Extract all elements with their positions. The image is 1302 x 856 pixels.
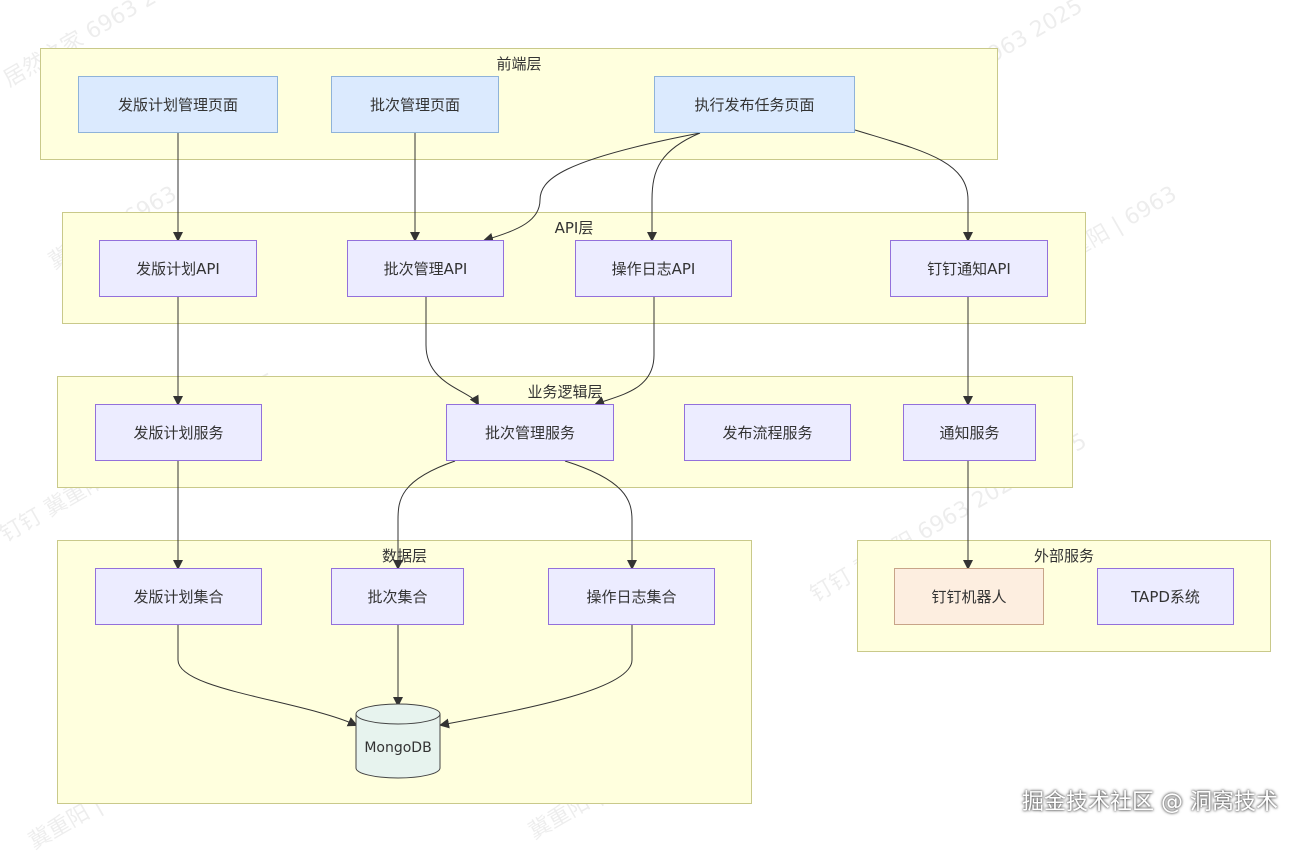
tapd-system-node[interactable]: TAPD系统 — [1097, 568, 1234, 625]
layer-title: API层 — [554, 219, 594, 237]
exec-release-task-page-node[interactable]: 执行发布任务页面 — [654, 76, 855, 133]
layer-title: 数据层 — [381, 547, 427, 565]
dingtalk-bot-node[interactable]: 钉钉机器人 — [894, 568, 1044, 625]
release-plan-api-node[interactable]: 发版计划API — [99, 240, 257, 297]
release-plan-page-node[interactable]: 发版计划管理页面 — [78, 76, 278, 133]
oplog-api-node[interactable]: 操作日志API — [575, 240, 732, 297]
mongodb-label[interactable]: MongoDB — [364, 740, 432, 756]
layer-title: 前端层 — [496, 55, 542, 73]
batch-service-node[interactable]: 批次管理服务 — [446, 404, 614, 461]
dingtalk-api-node[interactable]: 钉钉通知API — [890, 240, 1048, 297]
release-plan-service-node[interactable]: 发版计划服务 — [95, 404, 262, 461]
batch-api-node[interactable]: 批次管理API — [347, 240, 504, 297]
oplog-collection-node[interactable]: 操作日志集合 — [548, 568, 715, 625]
notify-service-node[interactable]: 通知服务 — [903, 404, 1036, 461]
layer-title: 外部服务 — [1033, 547, 1094, 565]
brand-watermark: 掘金技术社区 @ 洞窝技术 — [1022, 790, 1278, 815]
batch-collection-node[interactable]: 批次集合 — [331, 568, 464, 625]
release-plan-collection-node[interactable]: 发版计划集合 — [95, 568, 262, 625]
batch-page-node[interactable]: 批次管理页面 — [331, 76, 499, 133]
layer-title: 业务逻辑层 — [527, 383, 603, 401]
release-flow-service-node[interactable]: 发布流程服务 — [684, 404, 851, 461]
